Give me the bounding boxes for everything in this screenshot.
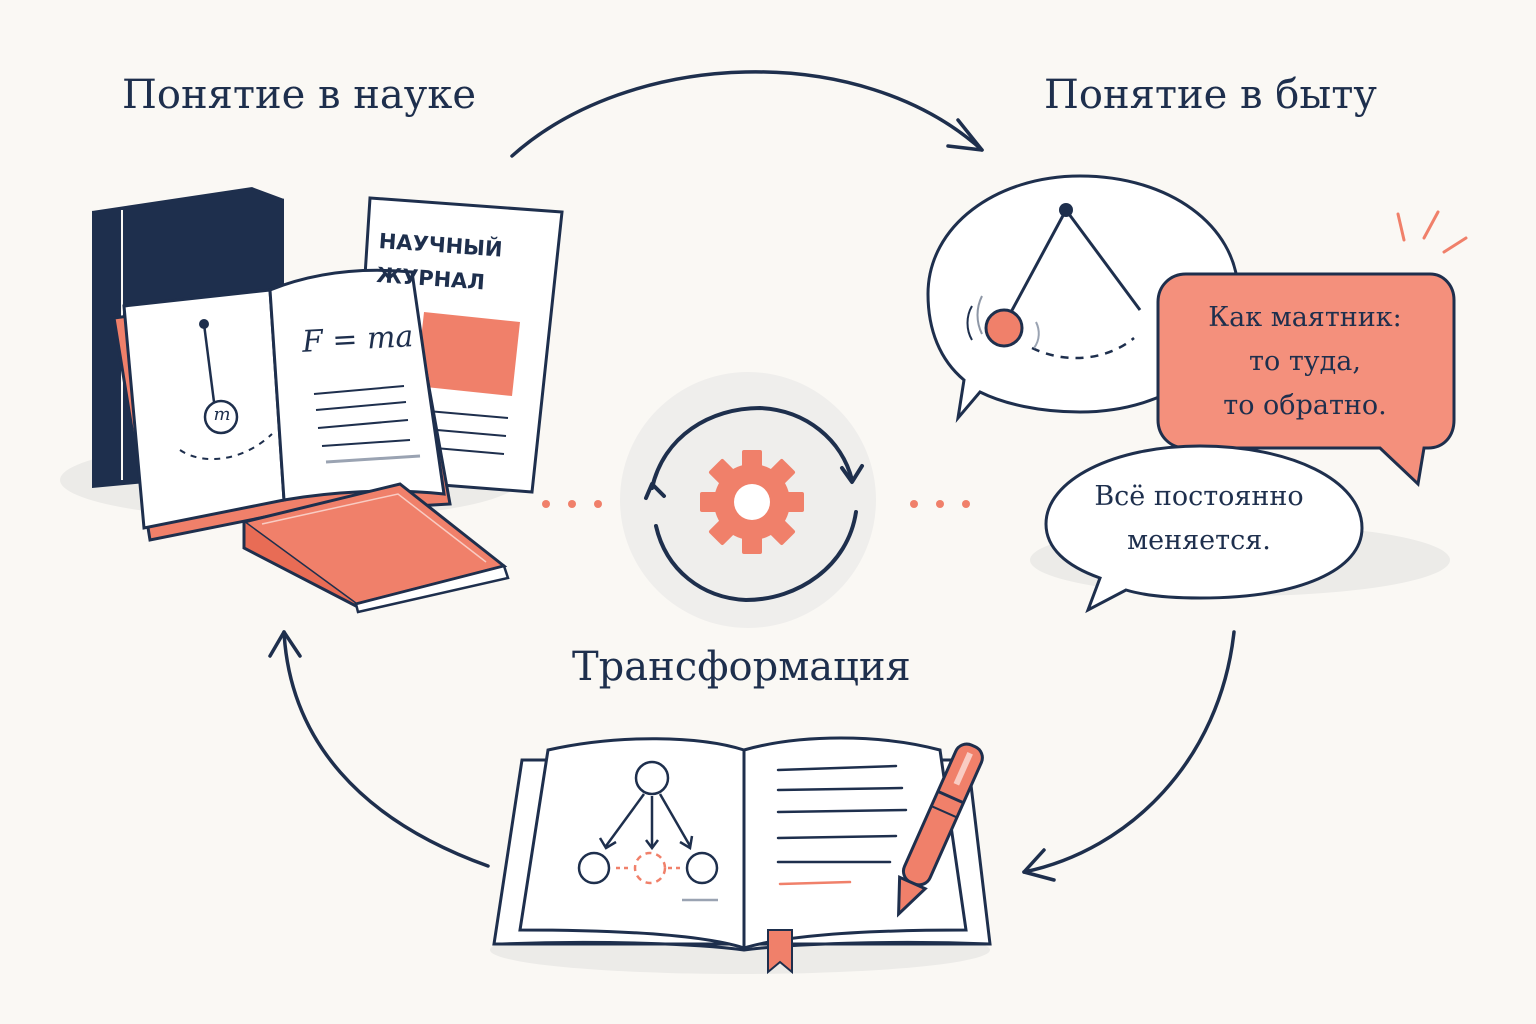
bookmark-ribbon [767, 929, 793, 975]
bubble-line: Всё постоянно [1094, 481, 1304, 512]
mass-label: m [213, 404, 231, 425]
journal-title: НАУЧНЫЙ ЖУРНАЛ [375, 228, 504, 295]
orange-bubble-text: Как маятник: то туда, то обратно. [1172, 296, 1438, 428]
formula-label: F = ma [301, 319, 415, 360]
white-bubble-text: Всё постоянно меняется. [1058, 475, 1340, 563]
everyday-group [926, 174, 1468, 614]
spark-lines [1396, 210, 1468, 254]
arrow-science-to-everyday [510, 70, 984, 158]
gear-icon [700, 450, 804, 554]
title-science: Понятие в науке [122, 72, 476, 118]
notebook-group [492, 736, 992, 975]
arrow-transformation-to-science [282, 630, 490, 868]
cycle-arrows-icon [644, 406, 864, 602]
orange-book [240, 482, 510, 614]
pendulum-icon [966, 203, 1142, 360]
bubble-line: меняется. [1127, 525, 1271, 556]
pen-icon [896, 742, 984, 918]
title-everyday: Понятие в быту [1044, 72, 1377, 118]
central-transformation [542, 372, 970, 628]
title-transformation: Трансформация [572, 644, 911, 690]
orange-speech-bubble [1156, 272, 1456, 488]
white-speech-bubble [1044, 444, 1364, 614]
bubble-line: то туда, [1249, 346, 1361, 377]
bubble-line: Как маятник: [1208, 302, 1402, 333]
diagram-icon [577, 760, 719, 902]
open-science-book [112, 268, 452, 542]
bubble-line: то обратно. [1223, 390, 1387, 421]
arrow-everyday-to-transformation [1022, 630, 1236, 874]
cycle-arrows [268, 70, 1236, 882]
science-books-group [91, 184, 564, 614]
